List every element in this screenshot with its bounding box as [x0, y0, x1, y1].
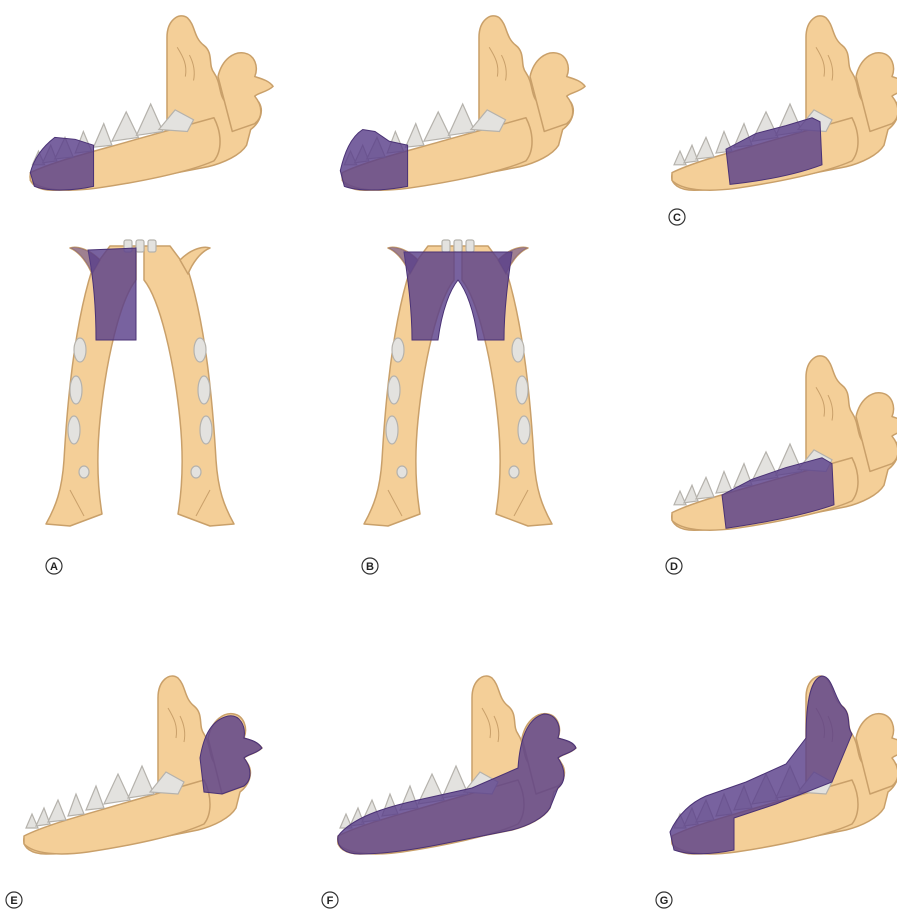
- panel-f-lateral: [338, 676, 576, 854]
- panel-g-lateral: [670, 676, 897, 854]
- label-b: B: [362, 558, 378, 574]
- panel-a-dorsal: [46, 240, 234, 526]
- panel-e-lateral: [24, 676, 262, 854]
- svg-text:E: E: [10, 895, 17, 907]
- label-g: G: [656, 892, 672, 908]
- label-d: D: [666, 558, 682, 574]
- svg-text:F: F: [327, 895, 334, 907]
- svg-text:D: D: [670, 561, 678, 573]
- svg-text:C: C: [673, 212, 681, 224]
- panel-b-dorsal: [364, 240, 552, 526]
- svg-text:A: A: [50, 561, 58, 573]
- resection-caudal: [200, 716, 262, 794]
- label-f: F: [322, 892, 338, 908]
- panel-b-lateral: [340, 16, 585, 190]
- panel-d-lateral: [672, 356, 897, 530]
- resection-rostral-bilateral-dorsal: [404, 252, 512, 340]
- svg-text:G: G: [660, 895, 669, 907]
- label-a: A: [46, 558, 62, 574]
- resection-rostral-unilateral: [30, 137, 93, 190]
- panel-c-lateral: [672, 16, 897, 190]
- svg-text:B: B: [366, 561, 374, 573]
- panel-a-lateral: [30, 16, 273, 190]
- label-e: E: [6, 892, 22, 908]
- resection-segmental-caudal: [722, 458, 834, 529]
- label-c: C: [669, 209, 685, 225]
